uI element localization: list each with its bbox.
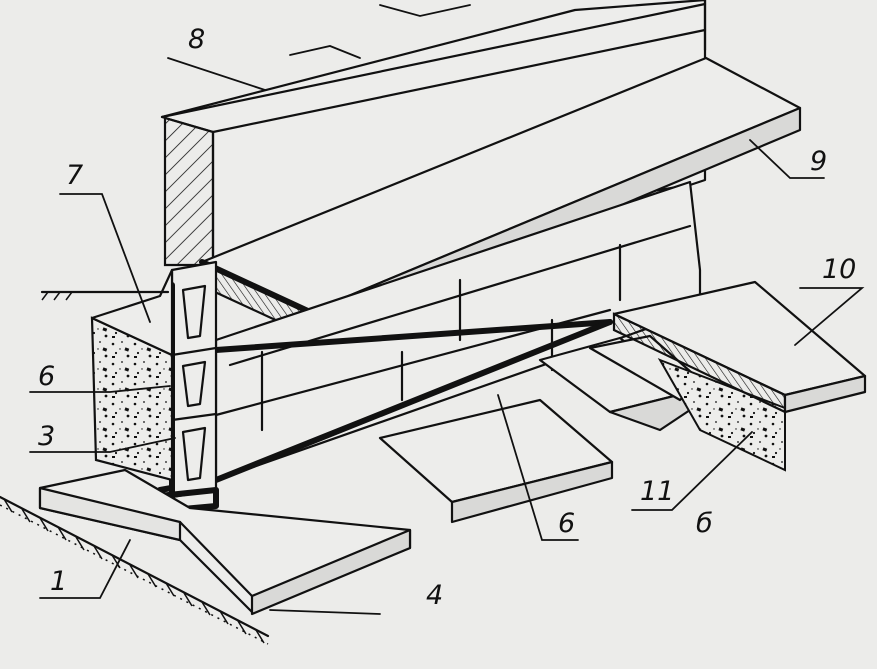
- label-6-bottom: 6: [558, 508, 575, 539]
- label-8: 8: [188, 24, 205, 55]
- label-7: 7: [66, 160, 83, 191]
- label-4: 4: [426, 580, 443, 611]
- label-3: 3: [38, 421, 55, 452]
- leader-lines: [29, 4, 865, 615]
- label-variant: б: [696, 508, 713, 539]
- label-11: 11: [640, 476, 674, 507]
- ground-soil: [0, 495, 270, 645]
- footings: [38, 334, 702, 616]
- label-10: 10: [822, 254, 856, 285]
- right-slab: [612, 280, 867, 472]
- callout-labels: 8 9 7 10 6 3 11 б 6 1 4: [38, 24, 856, 611]
- label-9: 9: [810, 146, 827, 177]
- backfill-left: [40, 268, 174, 482]
- label-6-left: 6: [38, 361, 55, 392]
- label-1: 1: [50, 566, 67, 597]
